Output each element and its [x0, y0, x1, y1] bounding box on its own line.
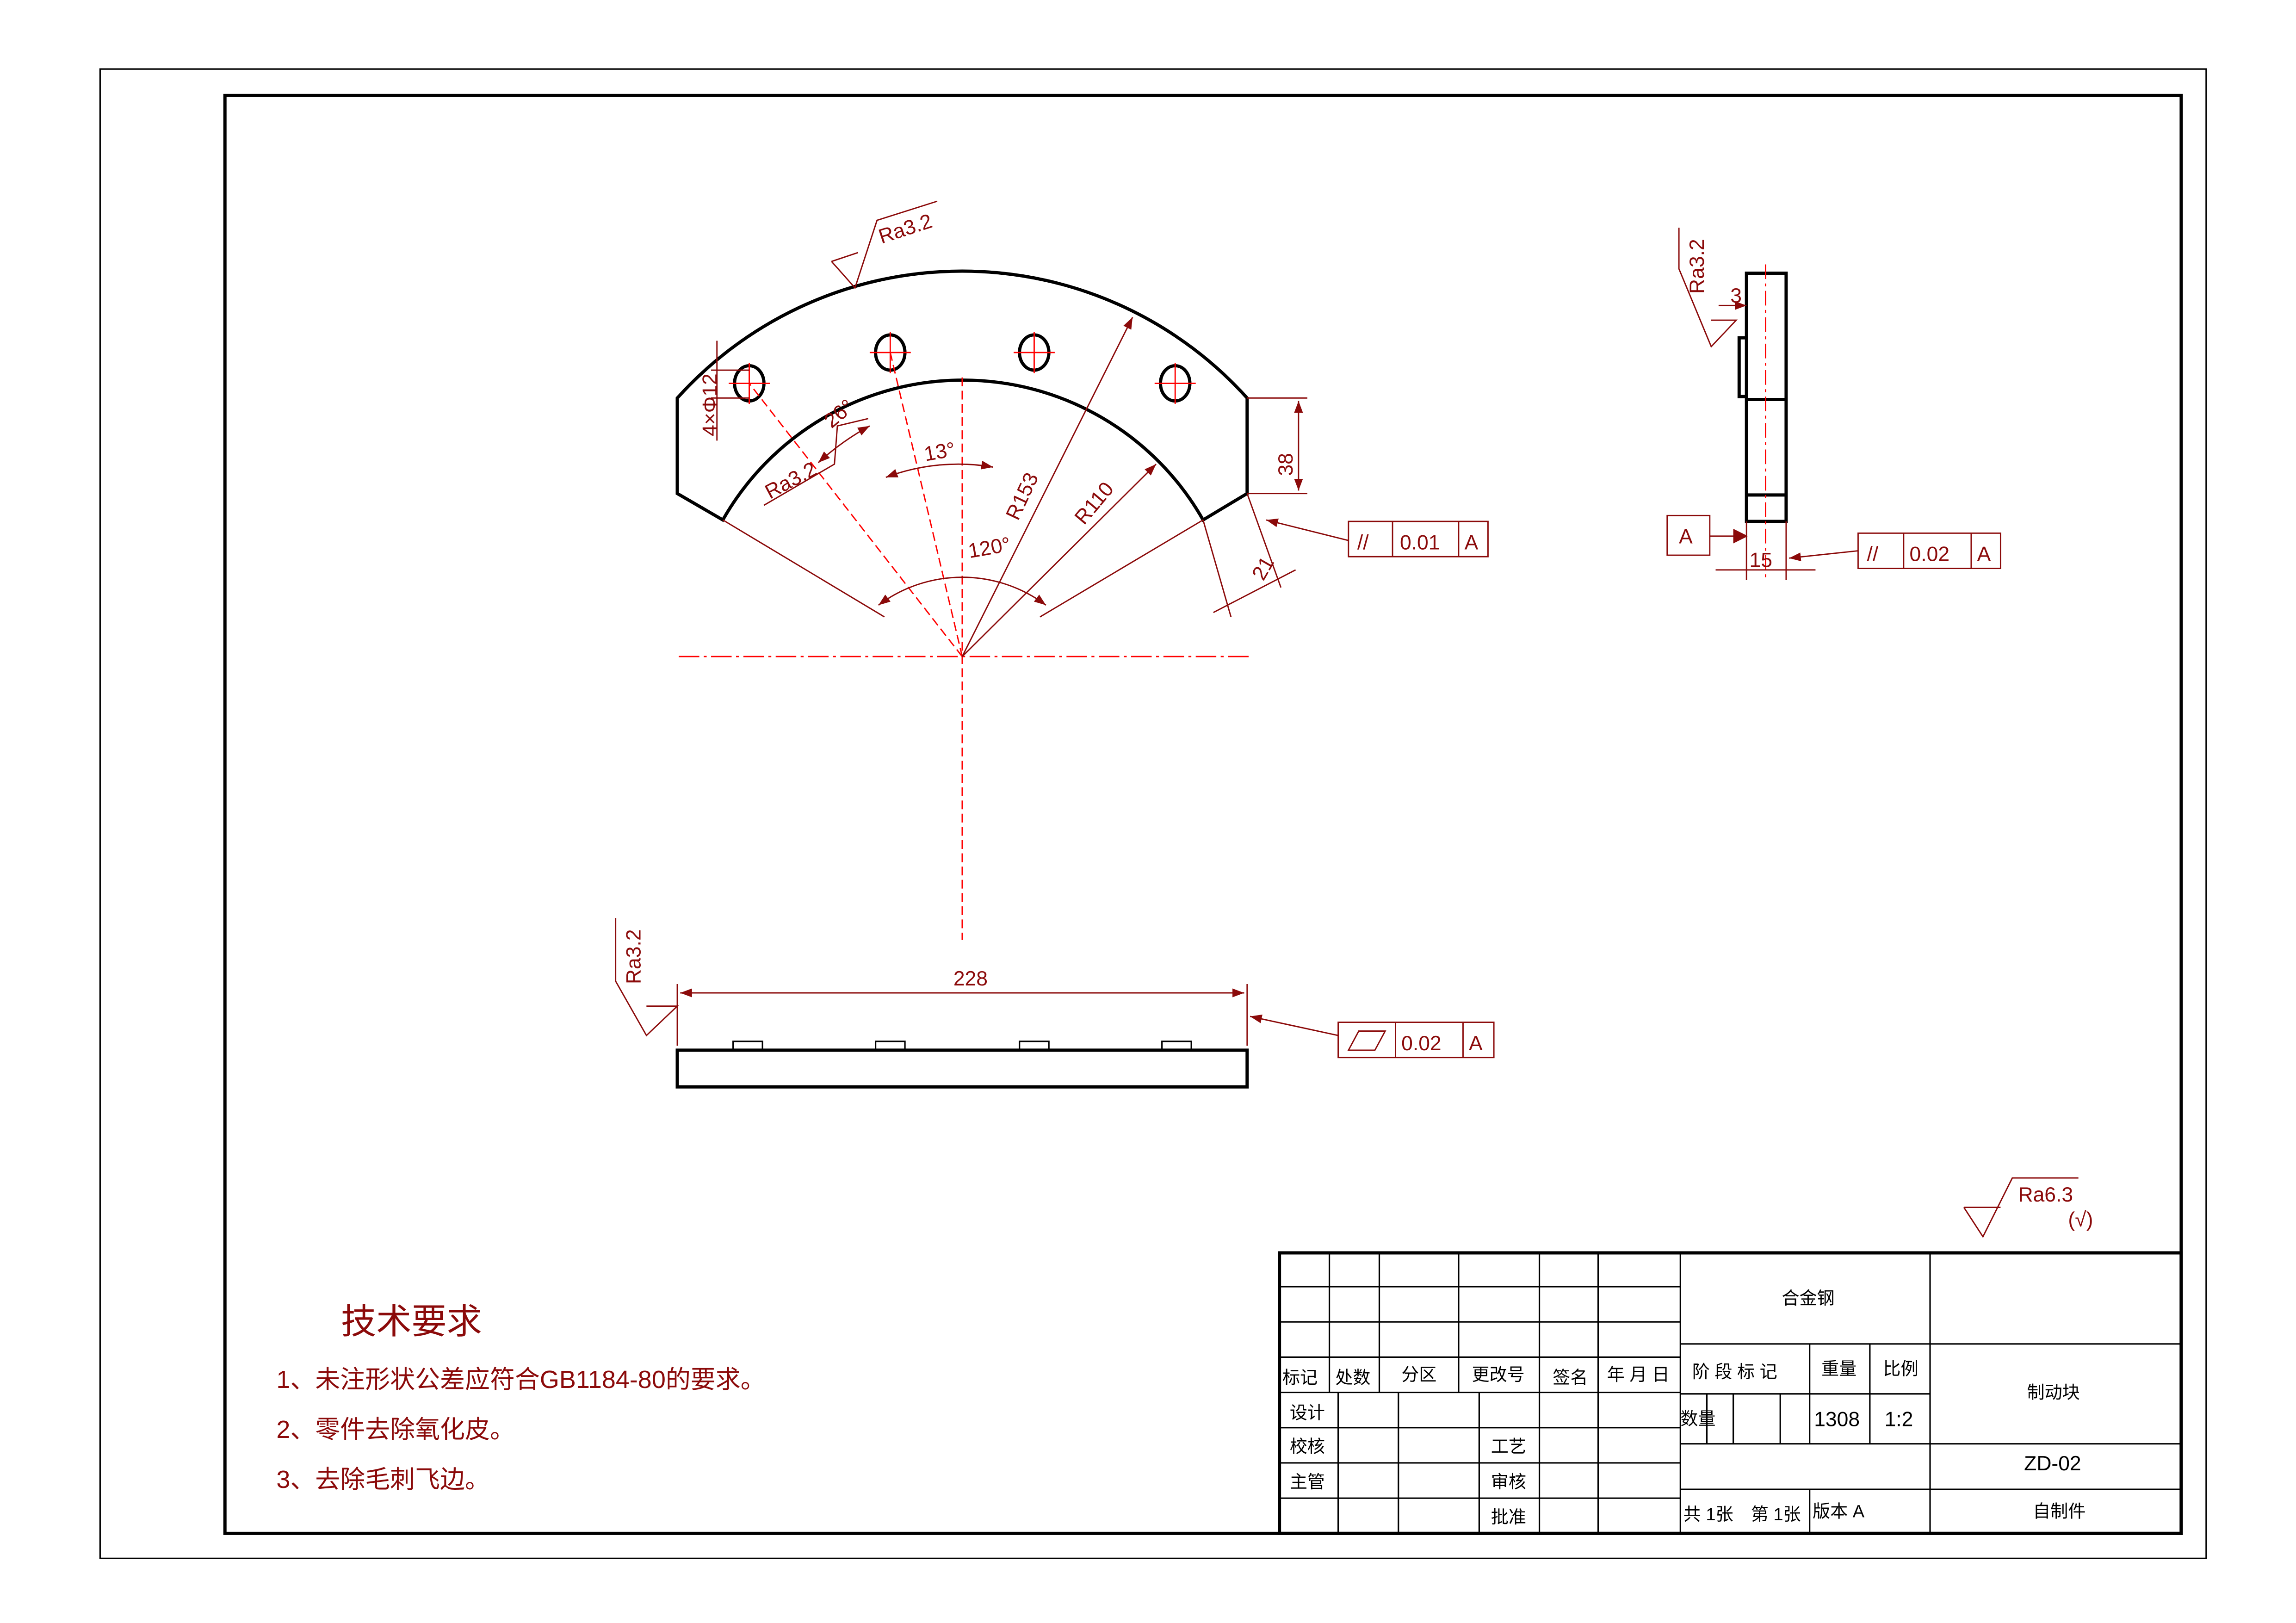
label: 0.01 — [1400, 531, 1440, 554]
label: 设计 — [1290, 1404, 1325, 1423]
side-view: Ra3.2 3 15 A // 0.02 A — [1666, 228, 2001, 580]
label: A — [1977, 543, 1991, 566]
label: A — [1465, 531, 1479, 554]
label: 标记 — [1282, 1369, 1318, 1388]
front-view: 120° 13° 26° R153 R110 38 21 4×Φ12 Ra3.2… — [675, 200, 1489, 940]
label: 0.02 — [1401, 1032, 1442, 1055]
label: 批准 — [1491, 1508, 1526, 1527]
label: 工艺 — [1491, 1437, 1526, 1457]
tech-req-item: 2、零件去除氧化皮。 — [276, 1416, 515, 1443]
label: 分区 — [1401, 1365, 1436, 1385]
hole-callout-label: 4×Φ12 — [699, 373, 722, 436]
angle-13-label: 13° — [922, 438, 957, 466]
radius-110-label: R110 — [1071, 478, 1119, 529]
tech-req-item: 1、未注形状公差应符合GB1184-80的要求。 — [276, 1366, 765, 1394]
part-outline — [675, 269, 1249, 522]
label: 阶 段 标 记 — [1692, 1362, 1777, 1382]
inner-frame — [223, 93, 2183, 1535]
roughness-top-label: Ra3.2 — [876, 210, 935, 248]
part-name: 制动块 — [2027, 1383, 2080, 1402]
angle-26-label: 26° — [820, 395, 858, 433]
dim-3-label: 3 — [1730, 285, 1742, 307]
label: 版本 A — [1813, 1502, 1865, 1521]
radius-153-label: R153 — [1002, 469, 1043, 523]
width-21-label: 21 — [1248, 553, 1279, 584]
angle-120-label: 120° — [966, 533, 1012, 563]
label: 比例 — [1883, 1359, 1918, 1379]
label: 主管 — [1290, 1472, 1325, 1492]
label: 校核 — [1290, 1437, 1325, 1457]
material: 合金钢 — [1782, 1288, 1834, 1308]
roughness-symbol — [831, 200, 938, 290]
label: (√) — [2068, 1208, 2093, 1231]
height-38-label: 38 — [1275, 453, 1297, 476]
bottom-view: 228 Ra3.2 0.02 A — [615, 918, 1495, 1089]
label: // — [1867, 543, 1878, 566]
tech-req-item: 3、去除毛刺飞边。 — [276, 1466, 490, 1493]
datum-a-label: A — [1679, 526, 1693, 548]
bottom-roughness-label: Ra3.2 — [623, 929, 645, 984]
label: 更改号 — [1472, 1365, 1525, 1385]
label: 共 1张 — [1683, 1505, 1733, 1524]
label: 第 1张 — [1751, 1505, 1801, 1524]
general-roughness: Ra6.3 (√) — [1963, 1177, 2093, 1238]
label: 审核 — [1491, 1472, 1526, 1492]
label: 0.02 — [1910, 543, 1949, 566]
label: 年 月 日 — [1607, 1365, 1670, 1385]
label: 数量 — [1680, 1409, 1715, 1429]
drawing-number: ZD-02 — [2024, 1452, 2081, 1475]
tolerance-frame-bottom: 0.02 A — [1337, 1022, 1495, 1059]
tech-req-title: 技术要求 — [341, 1302, 482, 1342]
label: 重量 — [1821, 1359, 1857, 1379]
scale-value: 1:2 — [1885, 1408, 1913, 1431]
weight-value: 1308 — [1814, 1408, 1860, 1431]
title-block: 标记 处数 分区 更改号 签名 年 月 日 设计 校核 主管 工艺 审核 批准 … — [1278, 1251, 2183, 1535]
label: A — [1469, 1032, 1483, 1055]
length-228-label: 228 — [953, 967, 988, 990]
label: 自制件 — [2033, 1502, 2086, 1521]
label: 签名 — [1553, 1368, 1588, 1388]
side-roughness-label: Ra3.2 — [1686, 239, 1708, 294]
tolerance-frame-front: // 0.01 A — [1348, 520, 1489, 558]
label: // — [1357, 531, 1369, 554]
label: Ra6.3 — [2018, 1183, 2073, 1206]
outer-frame — [99, 68, 2207, 1559]
tech-requirements: 技术要求 1、未注形状公差应符合GB1184-80的要求。 2、零件去除氧化皮。… — [276, 1302, 765, 1493]
dim-15-label: 15 — [1750, 549, 1772, 571]
roughness-inner-label: Ra3.2 — [761, 458, 821, 503]
label: 处数 — [1335, 1369, 1370, 1388]
tolerance-frame-side: // 0.02 A — [1857, 532, 2001, 570]
